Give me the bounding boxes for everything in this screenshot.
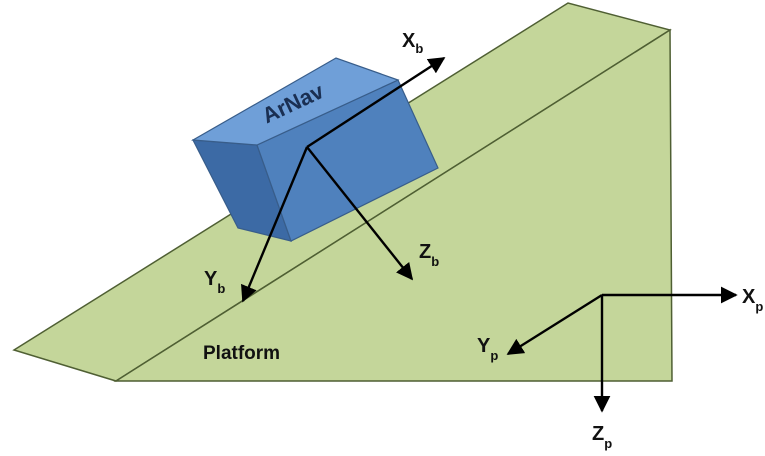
xb-label: Xb — [402, 30, 423, 56]
zb-arrow — [306, 146, 414, 281]
xp-label: Xp — [742, 286, 763, 314]
xb-arrow — [306, 56, 446, 149]
arnav-box: ArNav — [191, 57, 439, 242]
platform-label: Platform — [203, 343, 280, 364]
zp-label: Zp — [592, 423, 612, 451]
yp-arrow — [506, 293, 603, 356]
body-axes: Xb Yb Zb — [204, 30, 446, 303]
box-top-face — [191, 57, 400, 146]
zb-label: Zb — [419, 241, 439, 269]
yb-arrow — [241, 146, 309, 303]
yp-label: Yp — [477, 335, 498, 363]
yb-label: Yb — [204, 268, 225, 296]
platform-axes: Xp Yp Zp — [477, 286, 763, 451]
